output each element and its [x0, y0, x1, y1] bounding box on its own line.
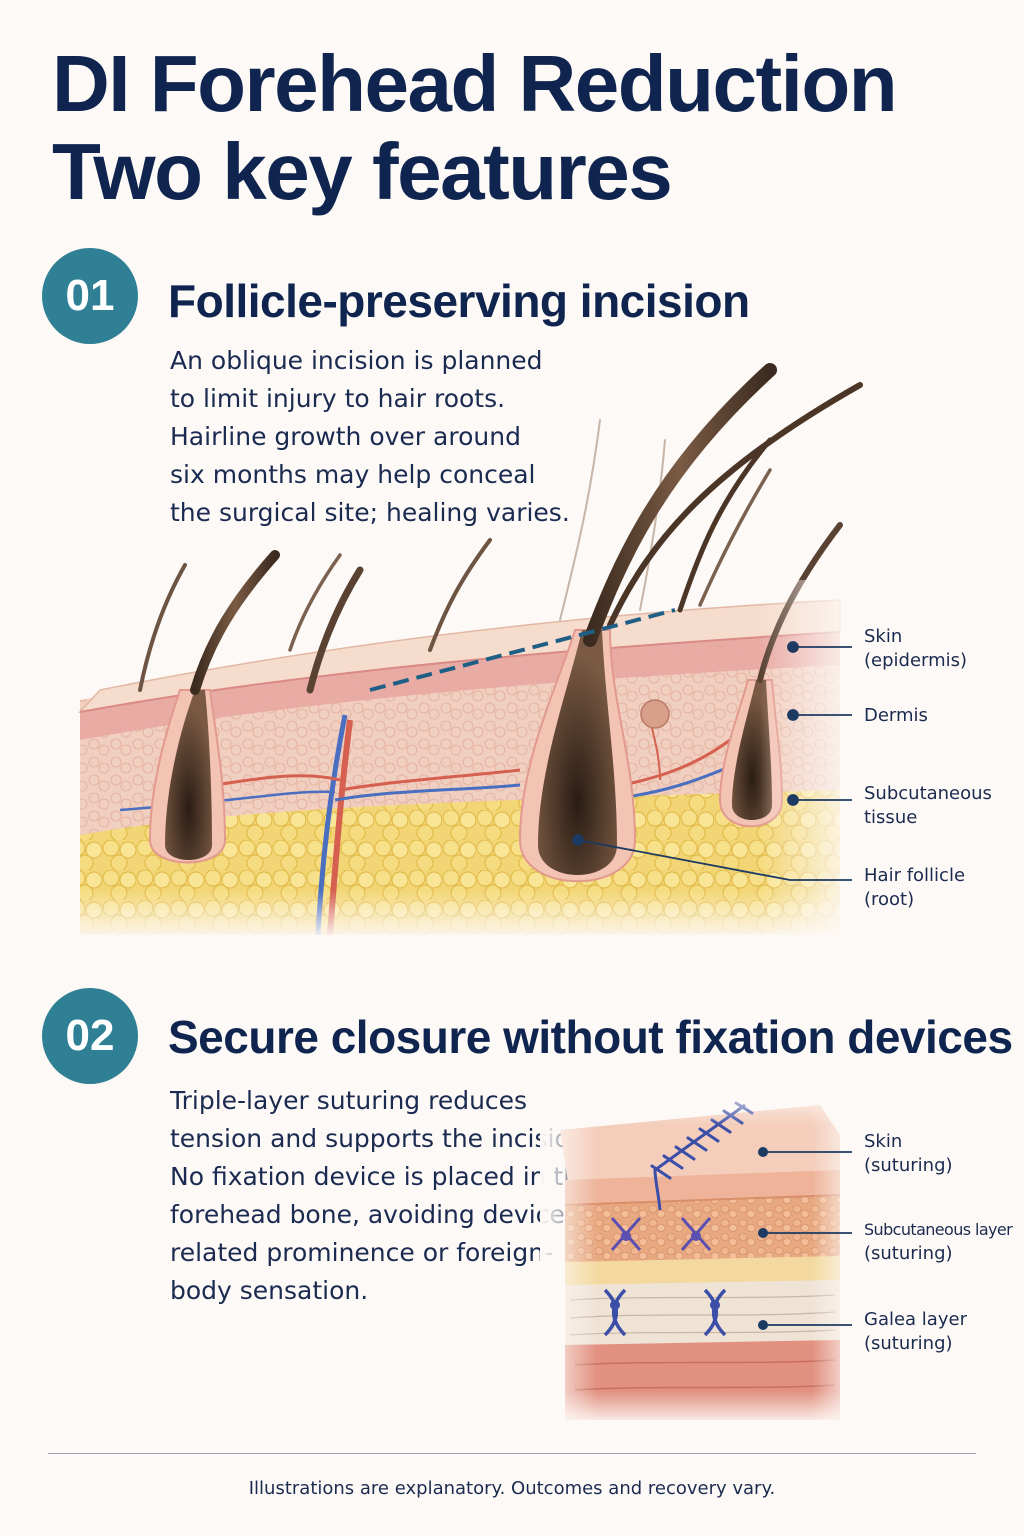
label-line: (epidermis)	[864, 650, 968, 671]
section-2-number-badge: 02	[42, 988, 138, 1084]
label-subcutaneous-layer-suturing: Subcutaneous layer (suturing)	[864, 1218, 1013, 1266]
section-2-body-line: No fixation device is placed in the	[170, 1162, 595, 1191]
label-line: Subcutaneous layer	[864, 1220, 1013, 1239]
section-2-body-line: Triple-layer suturing reduces	[170, 1086, 528, 1115]
page-title: DI Forehead Reduction Two key features	[52, 40, 992, 216]
label-hair-follicle: Hair follicle (root)	[864, 864, 965, 912]
label-line: Dermis	[864, 705, 928, 726]
page-title-line-1: DI Forehead Reduction	[52, 39, 898, 128]
section-2-body: Triple-layer suturing reduces tension an…	[170, 1082, 594, 1310]
label-subcutaneous-tissue: Subcutaneous tissue	[864, 782, 992, 830]
label-galea-layer-suturing: Galea layer (suturing)	[864, 1308, 967, 1356]
label-line: Subcutaneous	[864, 783, 992, 804]
label-line: Galea layer	[864, 1309, 967, 1330]
label-line: Skin	[864, 626, 903, 647]
page-title-line-2: Two key features	[52, 127, 673, 216]
section-2-body-line: tension and supports the incision.	[170, 1124, 594, 1153]
suture-layers-illustration	[540, 1085, 860, 1425]
section-1-body-line: An oblique incision is planned	[170, 346, 543, 375]
skin-cross-section-illustration	[60, 363, 863, 940]
label-skin-suturing: Skin (suturing)	[864, 1130, 953, 1178]
label-line: (root)	[864, 889, 915, 910]
section-1-body-line: six months may help conceal	[170, 460, 536, 489]
label-line: Skin	[864, 1131, 903, 1152]
footer-divider	[48, 1453, 976, 1454]
section-2-body-line: forehead bone, avoiding device-	[170, 1200, 574, 1229]
section-1-body-line: Hairline growth over around	[170, 422, 521, 451]
section-2-body-line: body sensation.	[170, 1276, 369, 1305]
suture-leader-lines	[763, 1151, 852, 1326]
label-skin-epidermis: Skin (epidermis)	[864, 625, 967, 673]
section-2-body-line: related prominence or foreign-	[170, 1238, 554, 1267]
section-2-title: Secure closure without fixation devices	[168, 1011, 1013, 1063]
section-1-body-line: the surgical site; healing varies.	[170, 498, 570, 527]
section-1-number-badge: 01	[42, 248, 138, 344]
label-line: Hair follicle	[864, 865, 966, 886]
section-1-body-line: to limit injury to hair roots.	[170, 384, 506, 413]
label-line: (suturing)	[864, 1155, 953, 1176]
label-dermis: Dermis	[864, 704, 928, 728]
label-line: (suturing)	[864, 1333, 953, 1354]
label-line: (suturing)	[864, 1243, 953, 1264]
section-1-body: An oblique incision is planned to limit …	[170, 342, 570, 532]
section-1-title: Follicle-preserving incision	[168, 275, 750, 327]
footer-disclaimer: Illustrations are explanatory. Outcomes …	[248, 1478, 776, 1499]
label-line: tissue	[864, 807, 918, 828]
